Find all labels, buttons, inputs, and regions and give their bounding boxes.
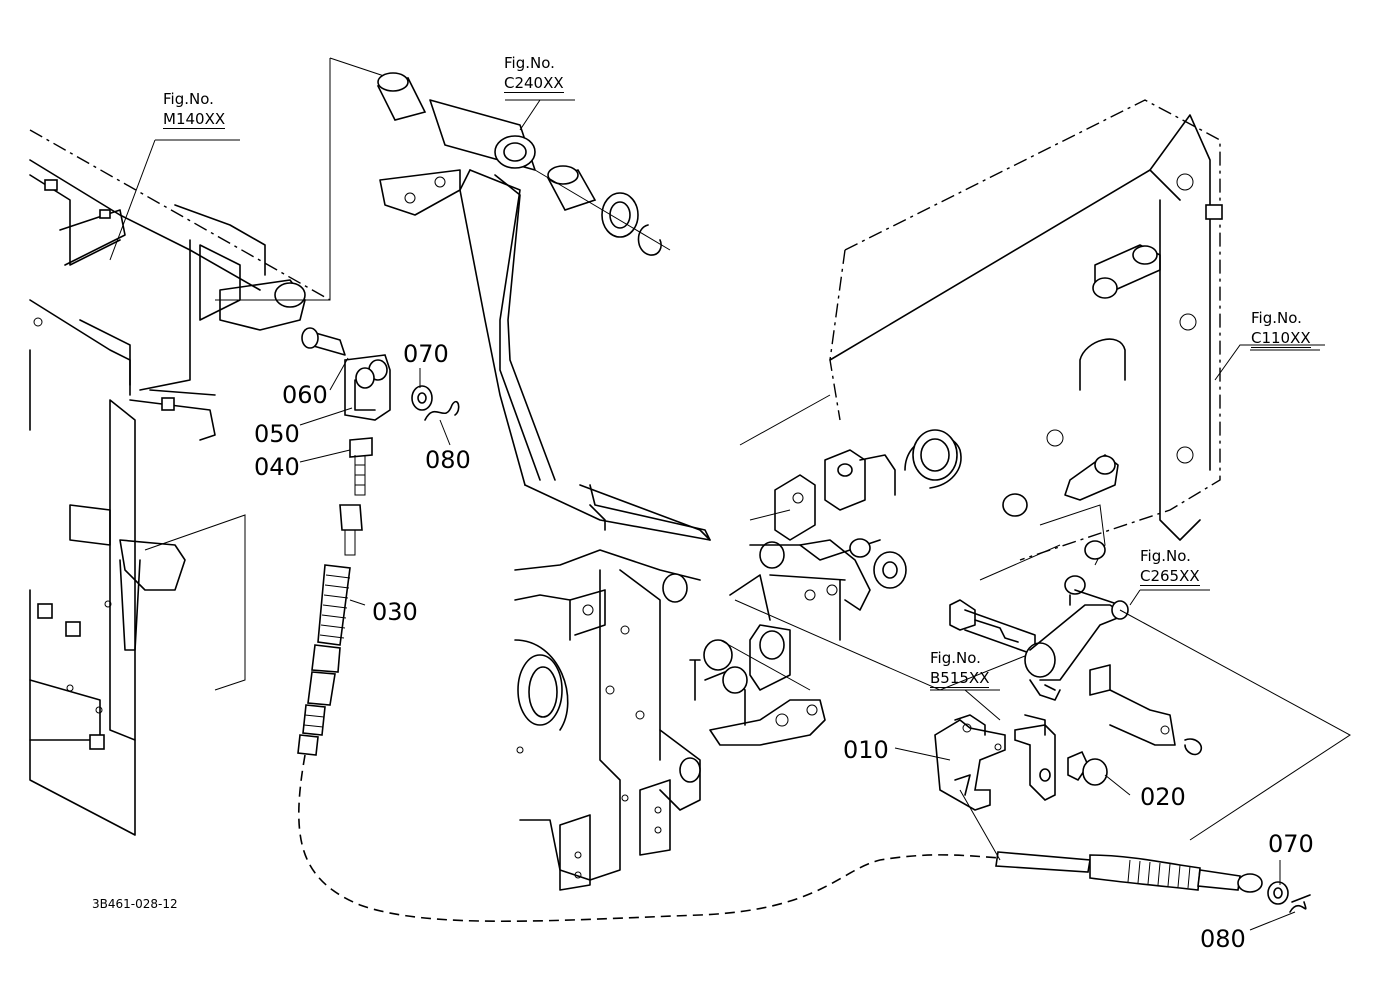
engine-block: [514, 538, 1041, 891]
control-cable: [297, 504, 1311, 923]
fig-ref-c240: Fig.No. C240XX: [504, 56, 564, 93]
part-label-080-lower: 080: [1200, 925, 1246, 953]
part-label-050: 050: [254, 420, 300, 448]
part-label-020: 020: [1140, 783, 1186, 811]
part-label-070-lower: 070: [1268, 830, 1314, 858]
fig-ref-c110: Fig.No. C110XX: [1251, 311, 1311, 348]
drawing-code: 3B461-028-12: [92, 897, 178, 911]
fig-ref-code: C110XX: [1251, 329, 1311, 348]
part-label-030: 030: [372, 598, 418, 626]
fig-ref-prefix: Fig.No.: [1251, 309, 1302, 327]
part-label-010: 010: [843, 736, 889, 764]
fig-ref-code: B515XX: [930, 669, 990, 688]
fig-ref-prefix: Fig.No.: [163, 90, 214, 108]
part-label-060: 060: [282, 381, 328, 409]
fig-ref-m140: Fig.No. M140XX: [163, 90, 226, 129]
fig-ref-prefix: Fig.No.: [1140, 547, 1191, 565]
leader-lines: [109, 99, 1320, 931]
transmission-housing: [739, 99, 1325, 581]
fig-ref-code: M140XX: [163, 110, 226, 129]
part-label-040: 040: [254, 453, 300, 481]
fig-ref-prefix: Fig.No.: [930, 649, 981, 667]
left-frame: [29, 58, 331, 836]
fig-ref-b515: Fig.No. B515XX: [930, 649, 990, 688]
upper-cable-end: [301, 327, 460, 496]
shift-linkage: [949, 575, 1351, 841]
fig-ref-c265: Fig.No. C265XX: [1140, 549, 1200, 586]
cable-bracket: [934, 714, 1108, 811]
part-label-080: 080: [425, 446, 471, 474]
fig-ref-code: C240XX: [504, 74, 564, 93]
pedal-assembly: [329, 57, 711, 541]
part-label-070: 070: [403, 340, 449, 368]
fig-ref-code: C265XX: [1140, 567, 1200, 586]
fig-ref-prefix: Fig.No.: [504, 54, 555, 72]
